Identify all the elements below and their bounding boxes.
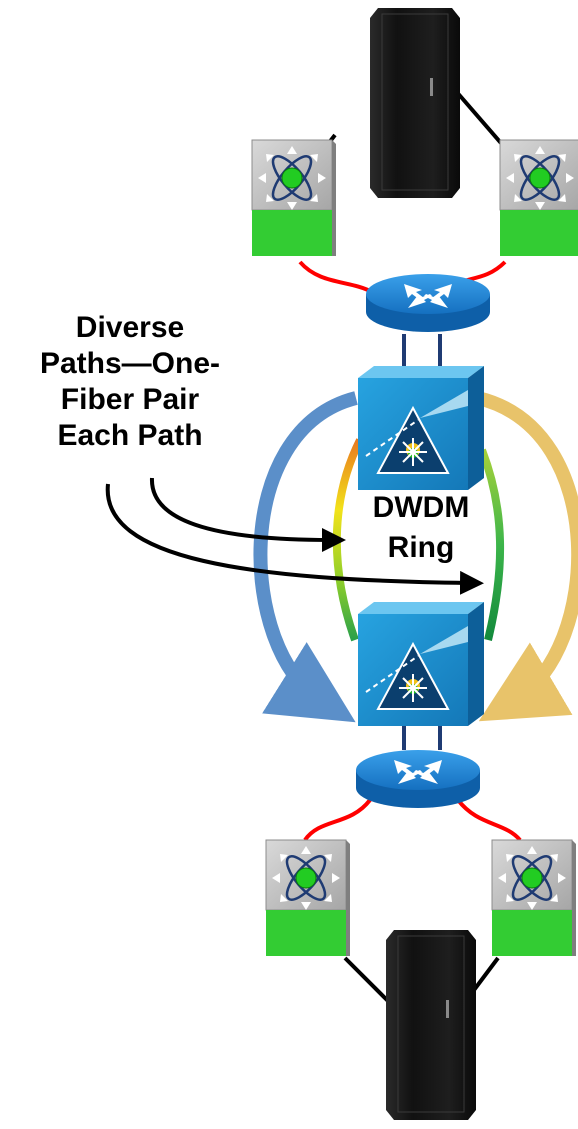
- switch-top-left-icon: [250, 138, 338, 258]
- dwdm-node-bottom-icon: [357, 601, 485, 727]
- ring-inner-left-arc: [332, 438, 364, 642]
- switch-bottom-right-icon: [490, 838, 578, 958]
- storage-array-bottom-icon: [385, 929, 477, 1121]
- path-blue-left: [253, 391, 358, 723]
- link-switch-router-top-left: [298, 260, 373, 294]
- ring-inner-right-arc: [478, 448, 505, 641]
- path-gold-right: [476, 391, 578, 722]
- caption-line-1: Diverse: [75, 311, 185, 344]
- router-bottom-icon: [356, 750, 480, 808]
- storage-array-top-icon: [369, 7, 461, 199]
- ring-label-line-2: Ring: [387, 531, 455, 564]
- switch-bottom-left-icon: [264, 838, 352, 958]
- caption-line-4: Each Path: [57, 419, 203, 452]
- caption-line-3: Fiber Pair: [60, 383, 200, 416]
- link-switch-storage-bottom-left: [343, 956, 394, 1007]
- link-router-switch-bottom-left: [303, 798, 372, 842]
- dwdm-node-top-icon: [357, 365, 485, 491]
- ring-label-line-1: DWDM: [372, 491, 470, 524]
- pointer-arrow-lower: [105, 483, 484, 595]
- pointer-arrow-upper: [149, 477, 346, 552]
- switch-top-right-icon: [498, 138, 578, 258]
- caption-line-2: Paths—One-: [39, 347, 221, 380]
- link-router-switch-bottom-right: [456, 798, 522, 842]
- router-top-icon: [366, 274, 490, 332]
